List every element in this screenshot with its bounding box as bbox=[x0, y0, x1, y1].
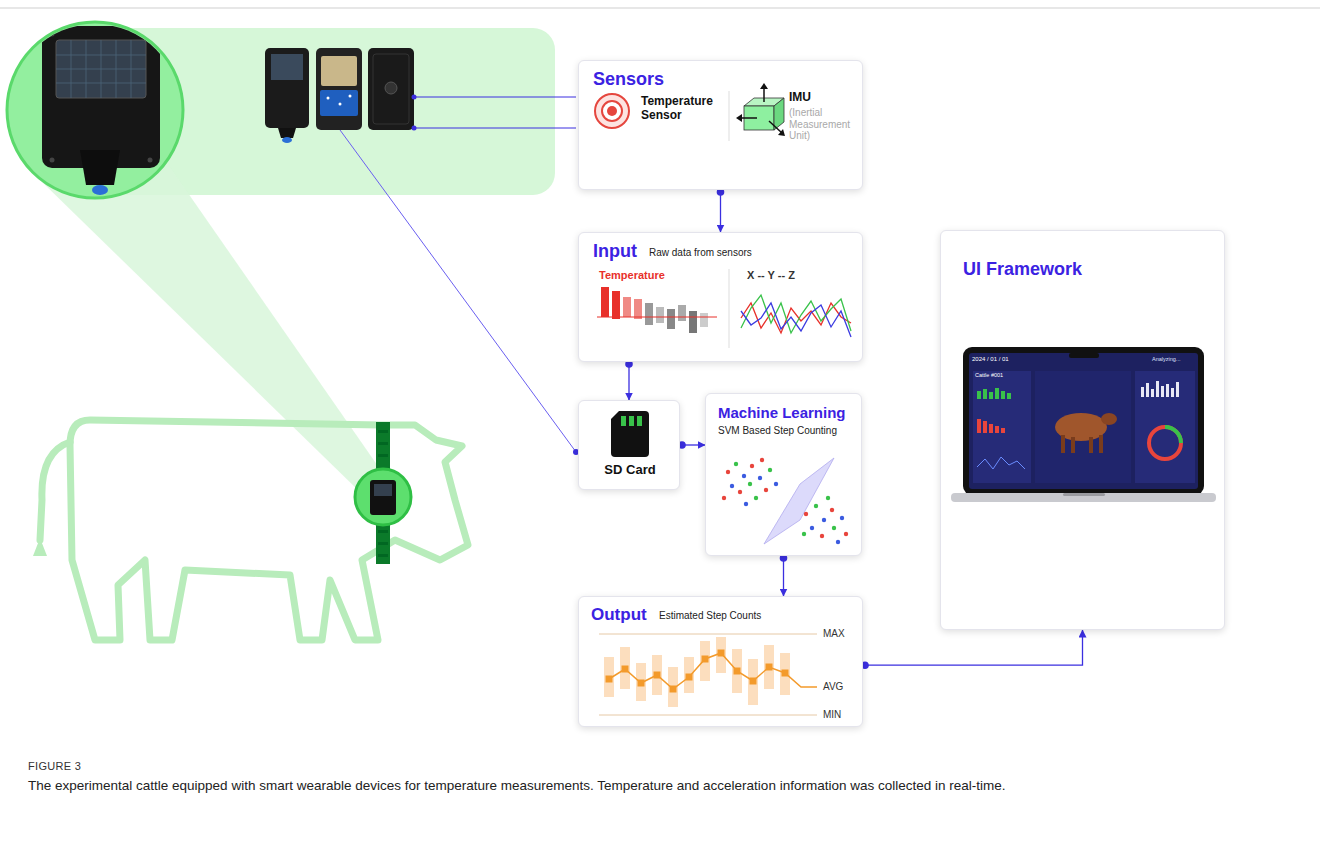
box-heading: SD Card bbox=[604, 463, 655, 478]
box-heading: Input bbox=[593, 241, 637, 262]
box-text: IMU bbox=[789, 91, 811, 105]
box-text: X -- Y -- Z bbox=[747, 269, 795, 282]
output-box: Output Estimated Step CountsMAX AVG MIN bbox=[578, 596, 863, 727]
connector-arrow bbox=[720, 190, 721, 232]
box-text: Temperature Sensor bbox=[641, 95, 723, 123]
box-heading: Sensors bbox=[593, 69, 664, 90]
box-text: AVG bbox=[823, 681, 843, 693]
ui-framework-box: UI Framework bbox=[940, 230, 1225, 630]
box-heading: Output bbox=[591, 605, 647, 625]
sd-card-icon bbox=[579, 401, 681, 491]
box-text: Estimated Step Counts bbox=[659, 610, 761, 622]
box-text: Temperature bbox=[599, 269, 665, 282]
screen-date: 2024 / 01 / 01 bbox=[972, 356, 1009, 362]
connector-arrow bbox=[783, 556, 784, 596]
connector-arrow bbox=[863, 630, 1083, 665]
laptop-dashboard bbox=[941, 231, 1226, 631]
box-text: MIN bbox=[823, 709, 841, 721]
box-heading: UI Framework bbox=[963, 259, 1082, 280]
box-heading: Machine Learning bbox=[718, 404, 846, 421]
ml-box: Machine LearningSVM Based Step Counting bbox=[705, 393, 862, 556]
sd-card-box: SD Card bbox=[578, 400, 680, 490]
screen-cattle-id: Cattle #001 bbox=[975, 372, 1003, 378]
box-text: SVM Based Step Counting bbox=[718, 425, 837, 437]
box-text: MAX bbox=[823, 628, 845, 640]
input-box: Input Raw data from sensorsTemperature X -… bbox=[578, 232, 863, 362]
box-text: Raw data from sensors bbox=[649, 247, 752, 259]
figure-caption: The experimental cattle equipped with sm… bbox=[28, 777, 1296, 794]
screen-status: Analyzing... bbox=[1152, 356, 1180, 362]
box-text: (Inertial Measurement Unit) bbox=[789, 107, 855, 142]
figure-number: FIGURE 3 bbox=[28, 760, 81, 772]
sensors-box: SensorsTemperature Sensor IMU (Inertial Me… bbox=[578, 60, 863, 190]
